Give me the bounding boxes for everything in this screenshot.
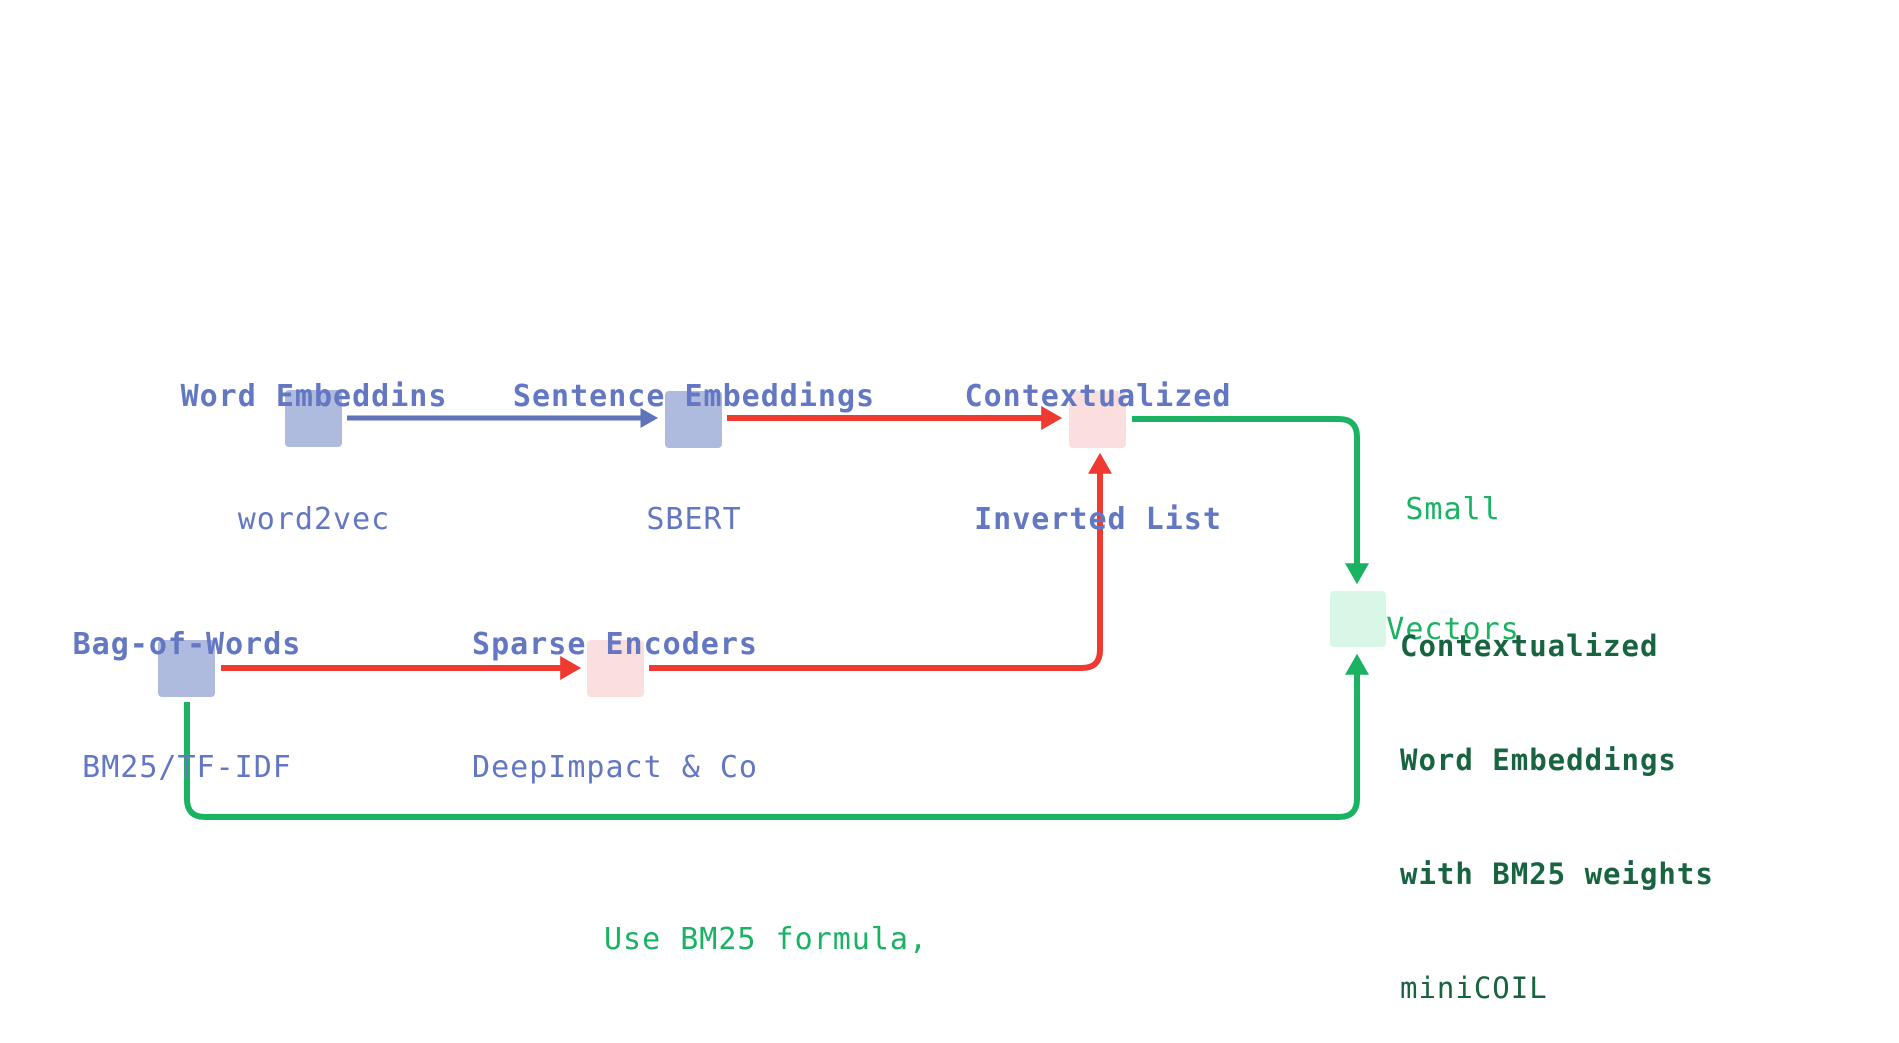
small-vectors-line1: Small	[1405, 492, 1501, 527]
bag-of-words-subtitle: BM25/TF-IDF	[82, 750, 292, 785]
word-embeddings-title: Word Embeddins	[180, 379, 448, 414]
use-bm25-line1: Use BM25 formula,	[603, 922, 929, 957]
sentence-embeddings-title: Sentence Embeddings	[512, 379, 876, 414]
sbert-node-square	[665, 391, 722, 448]
sparse-encoders-node-square	[587, 640, 644, 697]
bag-of-words-node-square	[158, 640, 215, 697]
sentence-embeddings-label: Sentence Embeddings SBERT	[513, 294, 875, 622]
small-vectors-label: Small Vectors	[1386, 410, 1519, 730]
arrow-sparse-to-inverted-list	[649, 452, 1112, 671]
small-vectors-line2: Vectors	[1386, 612, 1520, 647]
inverted-list-title-line2: Inverted List	[974, 502, 1222, 537]
arrow-bag-to-minicoil-loop	[184, 653, 1369, 820]
minicoil-line3: with BM25 weights	[1400, 857, 1714, 891]
sentence-embeddings-subtitle: SBERT	[646, 502, 742, 537]
bag-of-words-label: Bag-of-Words BM25/TF-IDF	[73, 542, 302, 870]
contextualized-inverted-list-label: Contextualized Inverted List	[965, 294, 1232, 622]
arrow-inverted-list-to-minicoil	[1132, 416, 1369, 585]
minicoil-node-square	[1330, 591, 1386, 647]
sparse-encoders-label: Sparse Encoders DeepImpact & Co	[472, 542, 758, 870]
inverted-list-title-line1: Contextualized	[964, 379, 1232, 414]
minicoil-line4: miniCOIL	[1400, 971, 1548, 1005]
inverted-list-node-square	[1069, 391, 1126, 448]
word-embeddings-label: Word Embeddins word2vec	[181, 294, 448, 622]
minicoil-line2: Word Embeddings	[1400, 743, 1677, 777]
word2vec-node-square	[285, 390, 342, 447]
word-embeddings-subtitle: word2vec	[237, 502, 391, 537]
bag-of-words-title: Bag-of-Words	[72, 627, 302, 662]
minicoil-line1: Contextualized	[1400, 629, 1659, 663]
minicoil-label: Contextualized Word Embeddings with BM25…	[1400, 551, 1714, 1043]
sparse-encoders-subtitle: DeepImpact & Co	[472, 750, 758, 785]
use-bm25-formula-label: Use BM25 formula, add context	[604, 840, 928, 1043]
sparse-encoders-title: Sparse Encoders	[472, 627, 758, 662]
